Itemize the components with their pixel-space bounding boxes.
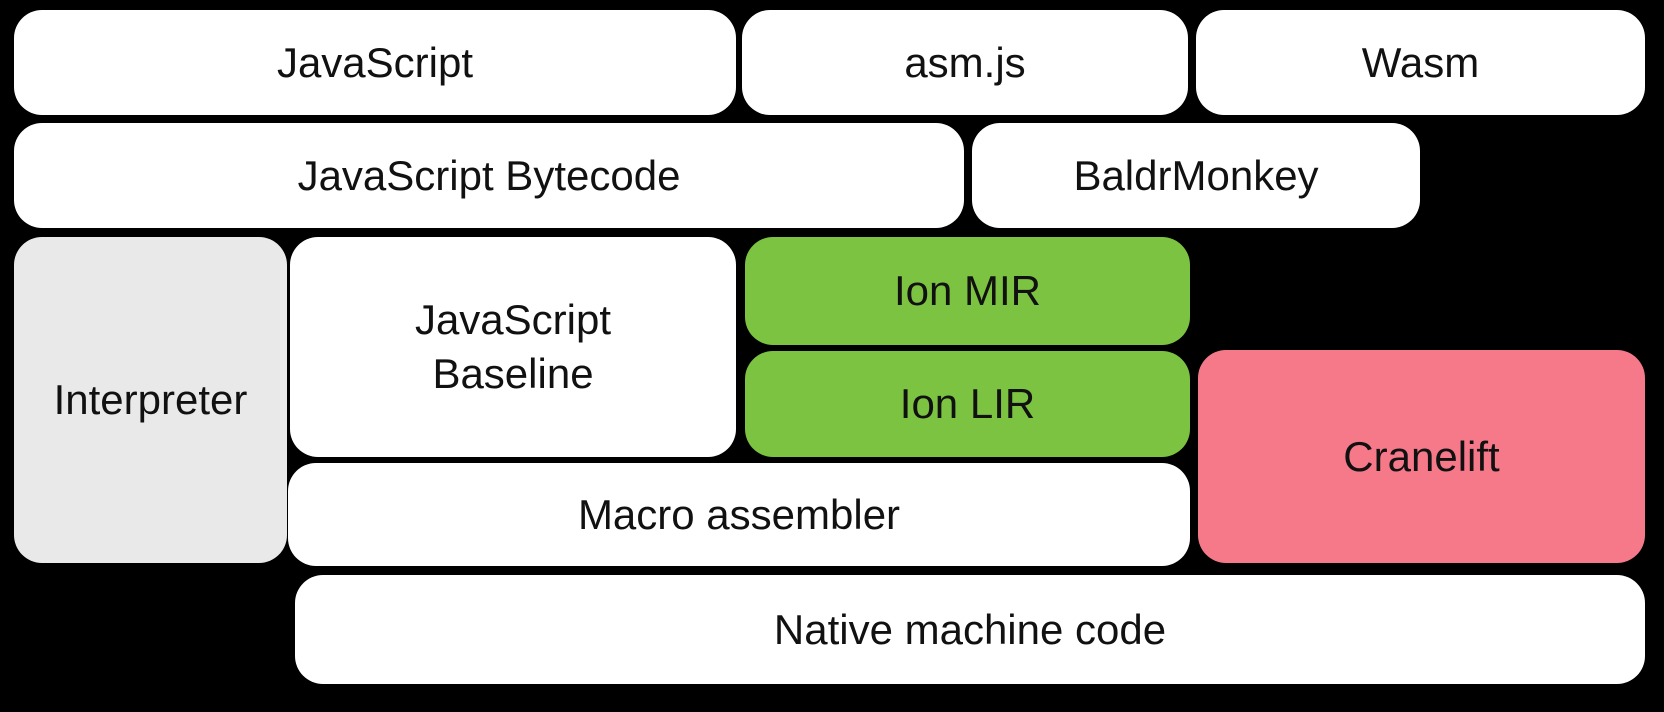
node-macro-assembler: Macro assembler — [288, 463, 1190, 566]
node-javascript-bytecode: JavaScript Bytecode — [14, 123, 964, 228]
node-ion-lir: Ion LIR — [745, 351, 1190, 457]
node-javascript: JavaScript — [14, 10, 736, 115]
node-interpreter: Interpreter — [14, 237, 287, 563]
node-baldrmonkey: BaldrMonkey — [972, 123, 1420, 228]
node-native-machine-code: Native machine code — [295, 575, 1645, 684]
node-wasm: Wasm — [1196, 10, 1645, 115]
node-javascript-baseline: JavaScript Baseline — [290, 237, 736, 457]
node-cranelift: Cranelift — [1198, 350, 1645, 563]
node-asmjs: asm.js — [742, 10, 1188, 115]
node-ion-mir: Ion MIR — [745, 237, 1190, 345]
